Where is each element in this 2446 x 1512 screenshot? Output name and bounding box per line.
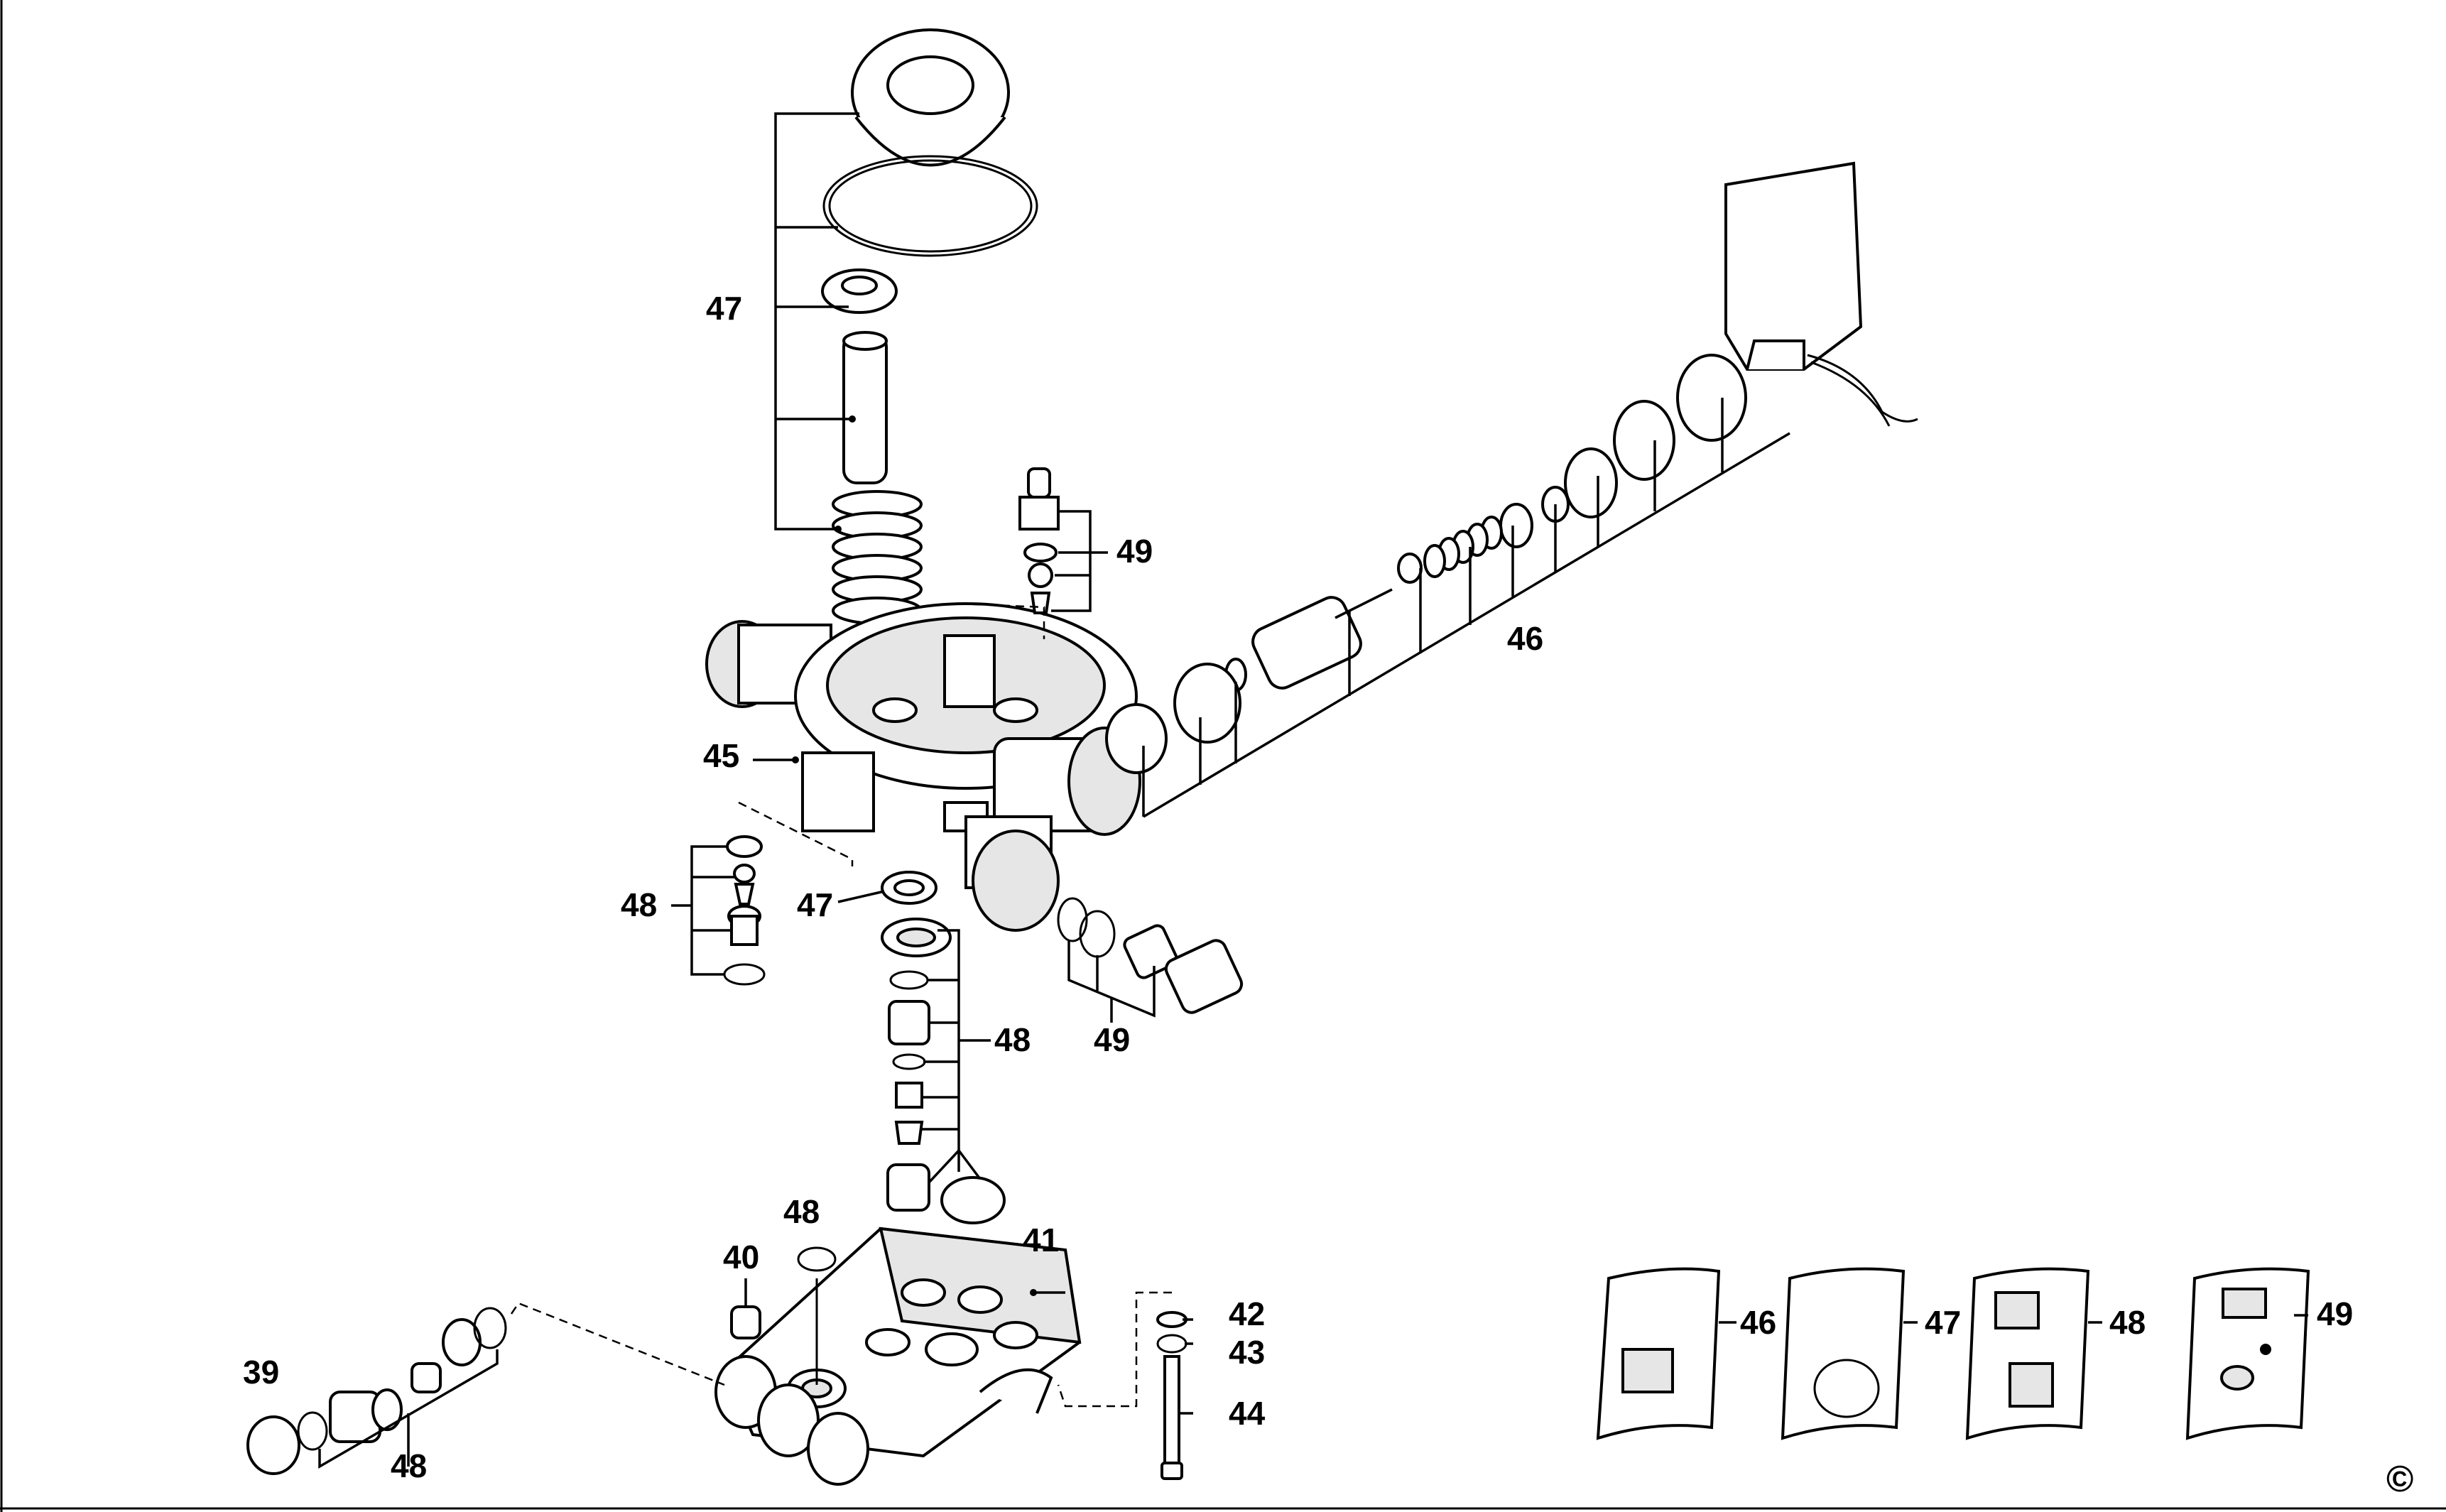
guide-dash-nipple	[958, 602, 1045, 639]
label-39: 39	[243, 1354, 279, 1391]
washer-43	[1156, 1334, 1187, 1354]
hex-nut	[1676, 354, 1747, 442]
grease-nipple	[1018, 496, 1060, 531]
bypass-o-ring-1	[1057, 897, 1088, 942]
threaded-outlet	[972, 830, 1060, 932]
bypass-pipe	[801, 751, 875, 832]
label-44: 44	[1229, 1395, 1266, 1432]
label-42: 42	[1229, 1295, 1265, 1332]
sleeve-large	[1613, 400, 1675, 481]
label-48-left: 48	[621, 886, 657, 923]
side-valve-group	[246, 1302, 725, 1475]
label-48-side: 48	[391, 1447, 427, 1484]
plug-40	[730, 1305, 761, 1339]
sleeve	[1564, 447, 1618, 518]
piston-rod	[842, 332, 888, 484]
copyright-mark: ©	[2386, 1459, 2413, 1500]
label-41: 41	[1023, 1222, 1059, 1258]
large-o-ring-inner	[828, 159, 1033, 253]
bypass-cap	[1164, 939, 1244, 1014]
kit-bag-47	[1781, 1267, 1918, 1440]
label-47-centre: 47	[797, 886, 833, 923]
switch-cable	[1807, 354, 1918, 423]
plug-39	[246, 1415, 300, 1475]
bypass-o-ring-2	[1079, 910, 1116, 958]
label-40: 40	[723, 1239, 759, 1276]
bolt-44	[1163, 1355, 1180, 1472]
label-47-top: 47	[706, 290, 742, 327]
bypass-valve	[1057, 897, 1244, 1023]
label-48-manifold: 48	[783, 1193, 820, 1230]
piston-assembly	[774, 28, 1038, 625]
kit-label-46: 46	[1740, 1304, 1776, 1341]
label-45: 45	[703, 737, 739, 774]
washer-42	[1156, 1311, 1187, 1328]
label-48-centre: 48	[994, 1021, 1031, 1058]
manifold-o-ring	[797, 1246, 837, 1272]
unloader-assembly	[1105, 161, 1918, 818]
large-o-ring	[822, 155, 1038, 257]
label-49-upper: 49	[1116, 533, 1153, 570]
valve-retainer	[886, 1163, 930, 1212]
piston-top	[842, 331, 888, 351]
bolt-set	[1057, 1291, 1193, 1480]
check-ball	[1028, 562, 1053, 588]
valve-cap	[940, 1176, 1006, 1224]
small-o-ring	[1023, 543, 1058, 562]
label-46: 46	[1507, 620, 1543, 657]
unloader-plunger	[1251, 596, 1362, 690]
bearing-inner	[886, 55, 974, 115]
valve-cage	[888, 1000, 930, 1045]
grease-nipple-assembly	[1018, 467, 1108, 614]
pump-head-center-post	[943, 634, 996, 708]
kit-label-49: 49	[2317, 1295, 2353, 1332]
piston-spring	[832, 490, 923, 625]
split-washer-hole	[841, 276, 878, 295]
unloader-sleeve	[1173, 663, 1241, 744]
unloader-spring	[1423, 516, 1503, 578]
o-ring-unloader	[1499, 503, 1533, 548]
manifold	[714, 1227, 1082, 1486]
label-49-lower: 49	[1094, 1021, 1130, 1058]
small-spring	[1030, 592, 1051, 614]
manifold-front-port-3	[807, 1412, 869, 1486]
centre-valve-stack	[837, 871, 1006, 1224]
kit-bag-46	[1596, 1267, 1736, 1440]
pressure-switch-box	[1724, 161, 1863, 371]
bearing-side	[854, 116, 1006, 167]
unloader-o-ring	[1105, 703, 1168, 774]
kit-bag-49	[2185, 1267, 2310, 1440]
kit-bag-48	[1965, 1267, 2102, 1440]
kit-label-48: 48	[2109, 1304, 2146, 1341]
kit-label-47: 47	[1925, 1304, 1961, 1341]
left-valve-group	[671, 801, 854, 986]
label-43: 43	[1229, 1334, 1265, 1371]
